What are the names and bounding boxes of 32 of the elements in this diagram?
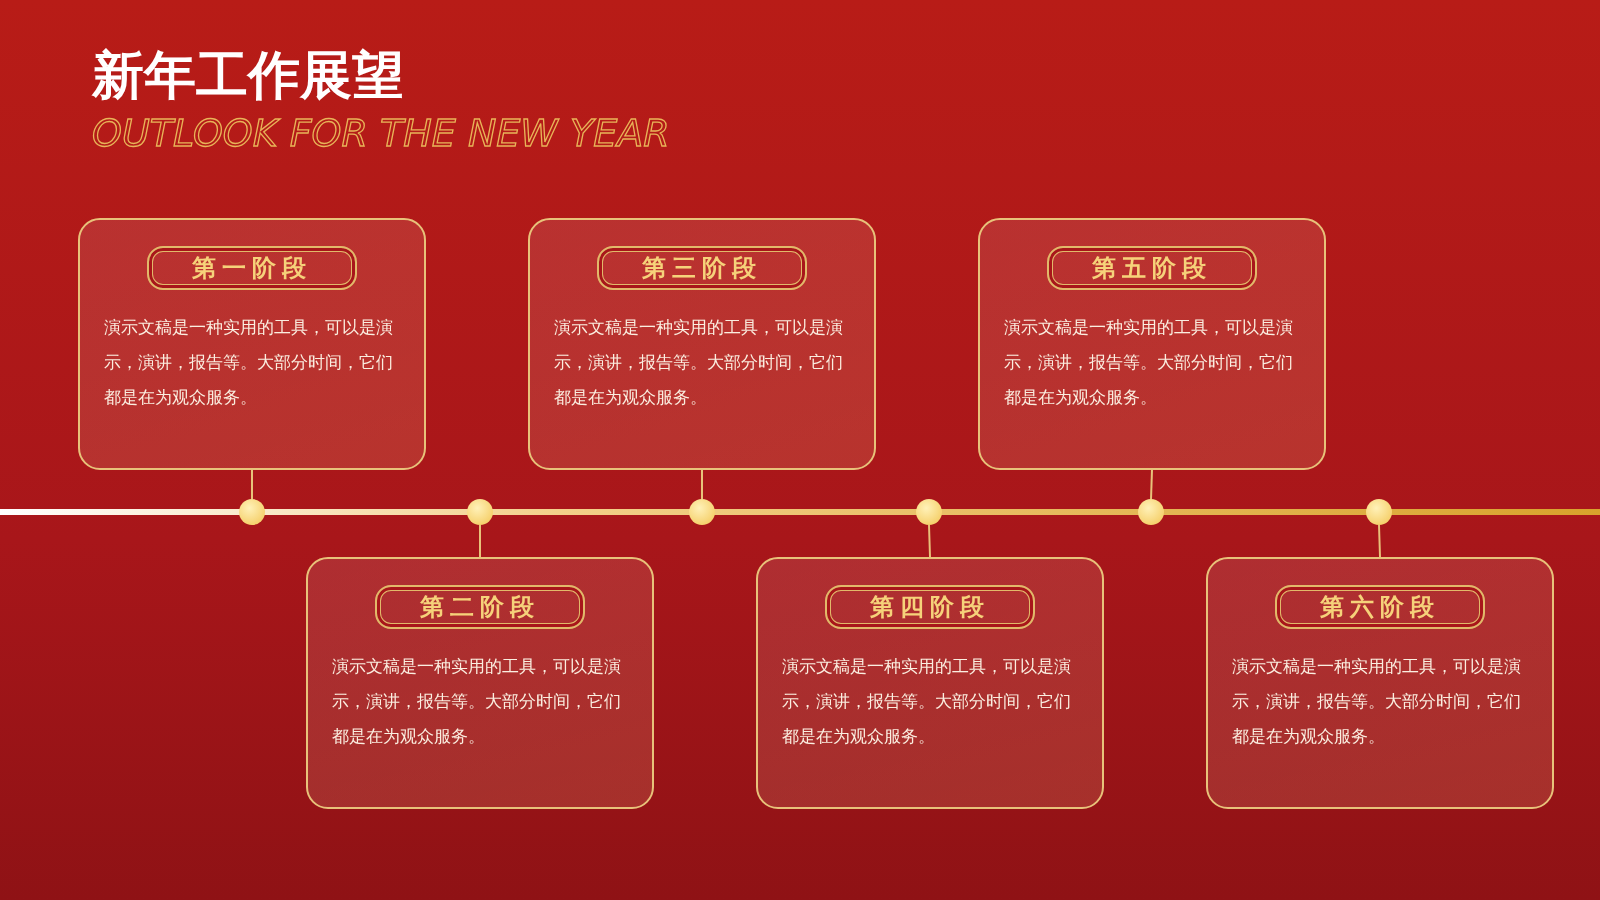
connector-line — [1378, 524, 1381, 558]
stage-title: 第六阶段 — [1275, 585, 1485, 629]
timeline-dot — [1138, 499, 1164, 525]
stage-card — [756, 557, 1104, 809]
connector-line — [251, 469, 253, 500]
description-text: 演示文稿是一种实用的工具，可以是演示，演讲，报告等。大部分时间，它们都是在为观众服务。 — [782, 656, 1072, 748]
timeline-dot — [239, 499, 265, 525]
stage-card — [78, 218, 426, 470]
timeline-dot — [916, 499, 942, 525]
connector-line — [701, 469, 703, 500]
description-text: 演示文稿是一种实用的工具，可以是演示，演讲，报告等。大部分时间，它们都是在为观众服务。 — [1232, 656, 1522, 748]
stage-title: 第一阶段 — [147, 246, 357, 290]
timeline-dot — [689, 499, 715, 525]
timeline-dot — [467, 499, 493, 525]
stage-title: 第五阶段 — [1047, 246, 1257, 290]
description-text: 演示文稿是一种实用的工具，可以是演示，演讲，报告等。大部分时间，它们都是在为观众服务。 — [1004, 317, 1294, 409]
connector-line — [928, 524, 931, 558]
stage-title: 第四阶段 — [825, 585, 1035, 629]
connector-line — [479, 524, 481, 558]
stage-card — [528, 218, 876, 470]
subtitle: OUTLOOK FOR THE NEW YEAR — [92, 110, 670, 156]
description-text: 演示文稿是一种实用的工具，可以是演示，演讲，报告等。大部分时间，它们都是在为观众服务。 — [554, 317, 844, 409]
stage-title: 第二阶段 — [375, 585, 585, 629]
description-text: 演示文稿是一种实用的工具，可以是演示，演讲，报告等。大部分时间，它们都是在为观众服务。 — [332, 656, 622, 748]
description-text: 演示文稿是一种实用的工具，可以是演示，演讲，报告等。大部分时间，它们都是在为观众服务。 — [104, 317, 394, 409]
stage-card — [1206, 557, 1554, 809]
timeline-dot — [1366, 499, 1392, 525]
stage-title: 第三阶段 — [597, 246, 807, 290]
stage-card — [978, 218, 1326, 470]
stage-card — [306, 557, 654, 809]
connector-line — [1150, 469, 1153, 500]
title: 新年工作展望 — [92, 44, 404, 106]
